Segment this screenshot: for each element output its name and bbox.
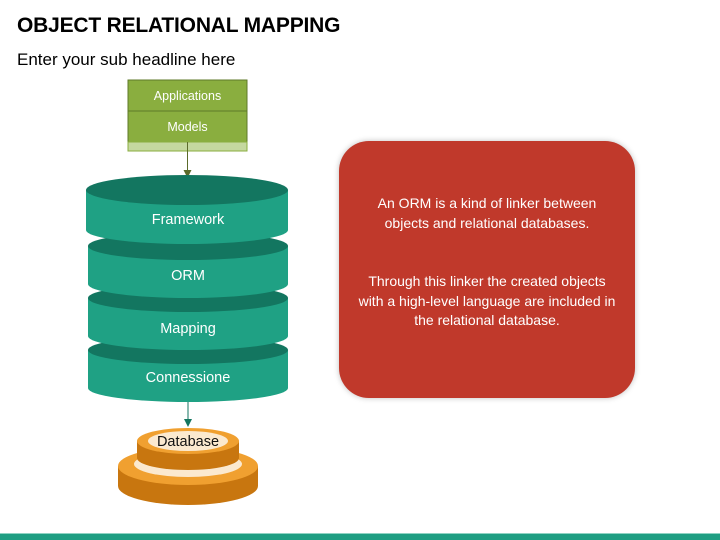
stack-layer-label: Framework <box>152 212 225 228</box>
slide-title: OBJECT RELATIONAL MAPPING <box>17 14 341 37</box>
database-label: Database <box>157 434 219 450</box>
top-box: Applications Models <box>127 79 248 152</box>
footer-bar <box>0 533 720 540</box>
models-label: Models <box>167 120 207 134</box>
database-icon: Database <box>118 428 258 505</box>
stack: Connessione Mapping ORM Framework <box>86 175 288 402</box>
stack-layer-label: Connessione <box>146 370 231 386</box>
stack-layer-label: Mapping <box>160 321 216 337</box>
applications-label: Applications <box>154 89 221 103</box>
applications-box <box>127 79 248 112</box>
stack-layer-framework: Framework <box>86 175 288 244</box>
slide-subtitle: Enter your sub headline here <box>17 50 236 69</box>
info-paragraph: An ORM is a kind of linker between objec… <box>377 195 597 231</box>
stack-layer-label: ORM <box>171 268 205 284</box>
info-paragraph: Through this linker the created objects … <box>358 273 616 328</box>
info-card: An ORM is a kind of linker between objec… <box>339 141 635 398</box>
